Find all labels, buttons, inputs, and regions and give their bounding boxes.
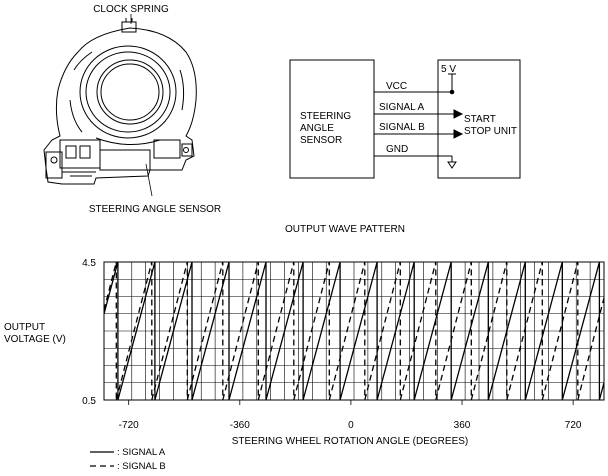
x-axis-label: STEERING WHEEL ROTATION ANGLE (DEGREES) <box>232 436 469 447</box>
steering-angle-sensor-label: STEERING ANGLE SENSOR <box>89 204 221 215</box>
start-stop-unit-box <box>437 59 521 179</box>
legend: : SIGNAL A : SIGNAL B <box>90 447 166 472</box>
sensor-box <box>289 59 375 179</box>
ticks: -720 -360 0 360 720 0.5 4.5 <box>82 258 582 431</box>
unit-box-line-1: START <box>464 114 496 125</box>
sensor-leader <box>145 163 153 197</box>
plot-frame <box>103 261 605 401</box>
block-diagram <box>289 59 521 179</box>
ground-symbol <box>447 161 457 169</box>
plot-area: -720 -360 0 360 720 0.5 4.5 <box>82 258 605 431</box>
x-tick-label: 0 <box>348 420 354 431</box>
unit-box-line-2: STOP UNIT <box>464 126 517 137</box>
legend-signal-b: : SIGNAL B <box>117 461 166 472</box>
signal-b-line <box>103 261 605 401</box>
clock-spring-illustration <box>43 18 197 185</box>
y-tick-label: 0.5 <box>82 396 96 407</box>
sensor-box-line-2: ANGLE <box>300 123 334 134</box>
vcc-junction <box>449 89 455 95</box>
signal-a-arrow <box>453 109 464 119</box>
signal-a-line <box>103 261 605 401</box>
x-tick-label: -720 <box>119 420 139 431</box>
signal-a-label: SIGNAL A <box>379 102 425 113</box>
x-tick-label: -360 <box>230 420 250 431</box>
sensor-box-line-3: SENSOR <box>300 135 342 146</box>
x-tick-label: 720 <box>565 420 582 431</box>
chart-title: OUTPUT WAVE PATTERN <box>285 224 405 235</box>
clock-spring-label: CLOCK SPRING <box>93 4 169 15</box>
signal-b-label: SIGNAL B <box>379 122 425 133</box>
y-axis-label-line-1: OUTPUT <box>4 322 45 333</box>
y-axis-label-line-2: VOLTAGE (V) <box>4 334 66 345</box>
series <box>103 261 605 401</box>
legend-signal-a: : SIGNAL A <box>117 447 166 458</box>
gnd-label: GND <box>386 144 408 155</box>
x-tick-label: 360 <box>454 420 471 431</box>
signal-b-arrow <box>453 129 464 139</box>
y-tick-label: 4.5 <box>82 258 96 269</box>
sensor-box-line-1: STEERING <box>300 111 351 122</box>
grid <box>103 261 605 401</box>
vcc-label: VCC <box>386 81 407 92</box>
supply-label: 5 V <box>441 64 456 75</box>
